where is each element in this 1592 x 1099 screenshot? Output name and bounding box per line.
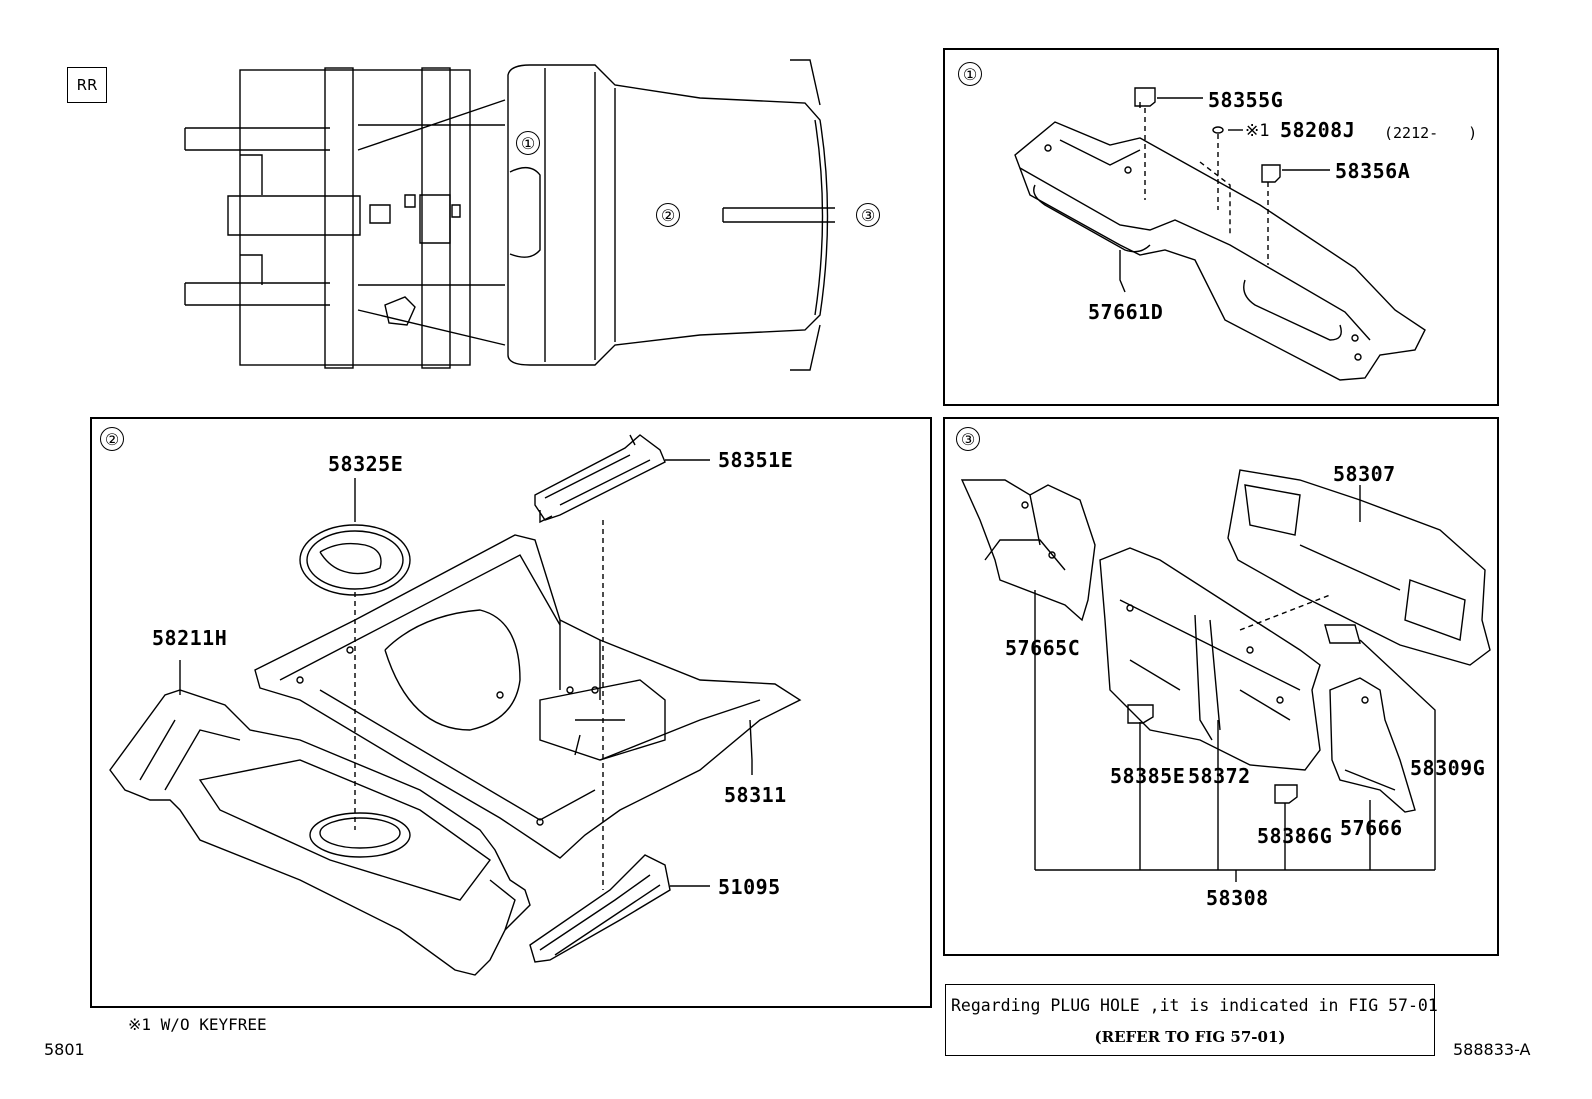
part-58355G[interactable]: 58355G: [1208, 88, 1284, 112]
panel-2-marker: ②: [100, 427, 124, 451]
plug-hole-note-box: [945, 984, 1435, 1056]
plug-hole-note-line1: Regarding PLUG HOLE ,it is indicated in …: [951, 996, 1438, 1015]
part-58308[interactable]: 58308: [1206, 886, 1269, 910]
part-58208J[interactable]: 58208J: [1280, 118, 1356, 142]
overview-marker-3[interactable]: ③: [856, 203, 880, 227]
panel-3: [943, 417, 1499, 956]
part-58372[interactable]: 58372: [1188, 764, 1251, 788]
part-57661D[interactable]: 57661D: [1088, 300, 1164, 324]
plug-hole-note-line2[interactable]: (REFER TO FIG 57-01): [1094, 1028, 1286, 1046]
panel-3-marker: ③: [956, 427, 980, 451]
part-58311[interactable]: 58311: [724, 783, 787, 807]
footnote-keyfree: ※1 W/O KEYFREE: [128, 1015, 267, 1034]
part-51095[interactable]: 51095: [718, 875, 781, 899]
page-right-code: 588833-A: [1453, 1040, 1531, 1059]
part-58325E[interactable]: 58325E: [328, 452, 404, 476]
part-58356A[interactable]: 58356A: [1335, 159, 1411, 183]
overview-marker-1[interactable]: ①: [516, 131, 540, 155]
page-left-code: 5801: [44, 1040, 85, 1059]
part-58208J-date: (2212- ): [1384, 124, 1478, 142]
part-58385E[interactable]: 58385E: [1110, 764, 1186, 788]
part-58208J-note: ※1: [1245, 121, 1270, 141]
panel-1-marker: ①: [958, 62, 982, 86]
panel-1: [943, 48, 1499, 406]
rr-label-box: [67, 67, 107, 103]
rr-label: RR: [76, 76, 98, 94]
part-58386G[interactable]: 58386G: [1257, 824, 1333, 848]
panel-2: [90, 417, 932, 1008]
part-58307[interactable]: 58307: [1333, 462, 1396, 486]
part-58309G[interactable]: 58309G: [1410, 756, 1486, 780]
part-58211H[interactable]: 58211H: [152, 626, 228, 650]
part-58351E[interactable]: 58351E: [718, 448, 794, 472]
overview-marker-2[interactable]: ②: [656, 203, 680, 227]
part-57665C[interactable]: 57665C: [1005, 636, 1081, 660]
part-57666[interactable]: 57666: [1340, 816, 1403, 840]
